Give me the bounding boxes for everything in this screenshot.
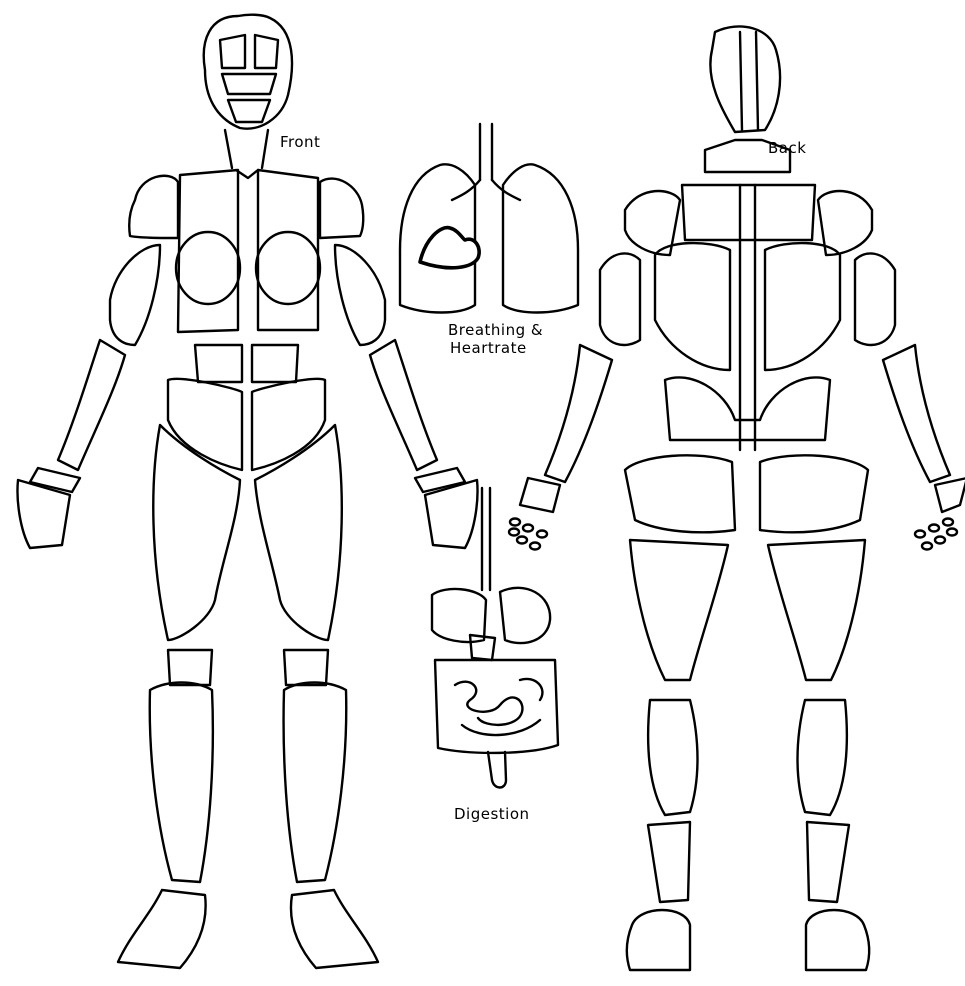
liver: [432, 589, 486, 642]
back-thigh-left: [630, 540, 728, 680]
front-abs-upper-right: [252, 345, 298, 382]
front-shin-right: [284, 683, 347, 883]
back-label: Back: [768, 140, 806, 156]
back-heel-left: [627, 910, 690, 970]
back-hand-right: [935, 478, 965, 512]
front-face-left: [220, 35, 245, 68]
back-head-lines: [740, 32, 758, 130]
front-upper-arm-left: [110, 245, 160, 345]
breathing-label-line2: Heartrate: [450, 340, 527, 356]
front-head: [204, 15, 292, 129]
back-lower-back: [665, 377, 830, 440]
gallbladder: [470, 635, 495, 660]
front-face-right: [255, 35, 278, 68]
front-chest-outline-r: [258, 170, 318, 330]
front-wrist-left: [30, 468, 80, 492]
lungs-diagram: [400, 124, 578, 313]
lung-right: [503, 164, 578, 312]
back-upper-arm-right: [855, 253, 895, 345]
digestion-label: Digestion: [454, 806, 530, 822]
back-upper-arm-left: [600, 253, 640, 345]
front-face-mid: [222, 74, 276, 94]
front-abs-lower-r: [252, 379, 325, 470]
front-label: Front: [280, 134, 320, 150]
front-knee-left: [168, 650, 212, 685]
rectum: [488, 752, 506, 788]
front-foot-right: [291, 890, 378, 968]
front-abs-lower: [168, 379, 242, 470]
front-shoulder-left: [129, 176, 178, 238]
back-hand-left: [520, 478, 560, 512]
back-upper-back: [682, 185, 815, 240]
back-lat-right: [765, 243, 840, 370]
bronchi: [452, 180, 520, 200]
back-head: [710, 26, 780, 132]
back-lat-left: [655, 243, 730, 370]
esophagus: [482, 488, 490, 590]
back-thigh-right: [768, 540, 865, 680]
front-thigh-left: [153, 425, 240, 640]
front-chest-outline: [178, 170, 238, 332]
back-heel-right: [806, 910, 869, 970]
small-intestine: [455, 679, 542, 735]
back-fingers-right: [915, 519, 957, 550]
front-knee-right: [284, 650, 328, 685]
back-figure: [509, 26, 965, 970]
front-thigh-right: [255, 425, 342, 640]
back-achilles-left: [648, 822, 690, 902]
back-forearm-right: [883, 345, 950, 482]
front-abs-upper-left: [195, 345, 242, 382]
front-pec-right: [256, 232, 320, 304]
back-glute-left: [625, 455, 735, 532]
heart-icon: [420, 228, 479, 268]
back-calf-right: [798, 700, 847, 815]
back-glute-right: [760, 455, 868, 532]
large-intestine: [435, 660, 558, 753]
back-fingers-left: [509, 519, 547, 550]
front-foot-left: [118, 890, 206, 968]
stomach: [500, 588, 550, 643]
front-forearm-left: [58, 340, 125, 470]
front-shoulder-right: [320, 179, 363, 238]
front-face-chin: [228, 100, 270, 122]
breathing-label-line1: Breathing &: [448, 322, 543, 338]
back-achilles-right: [807, 822, 849, 902]
front-pec-left: [176, 232, 240, 304]
front-shin-left: [150, 683, 213, 883]
front-upper-arm-right: [335, 245, 385, 345]
trachea: [480, 124, 492, 180]
front-forearm-right: [370, 340, 437, 470]
front-wrist-right: [415, 468, 465, 492]
front-figure: [18, 15, 478, 968]
back-forearm-left: [545, 345, 612, 482]
digestive-diagram: [432, 488, 558, 788]
back-spine: [740, 185, 755, 450]
back-calf-left: [648, 700, 697, 815]
